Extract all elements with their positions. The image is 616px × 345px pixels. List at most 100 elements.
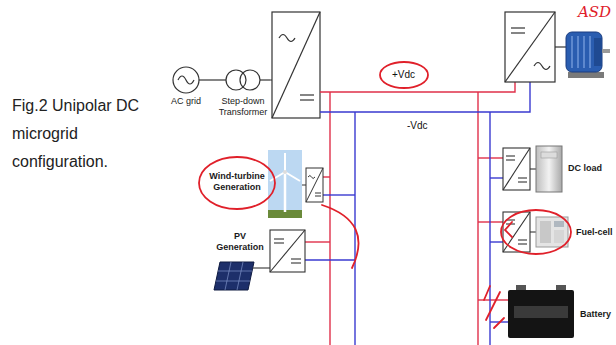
- wind-turbine-icon: [283, 170, 287, 174]
- transformer: Step-down Transformer: [216, 64, 270, 118]
- dc-load-converter: [530, 168, 536, 169]
- transformer-symbol: [240, 70, 260, 90]
- hand-annotation: [322, 205, 359, 268]
- pv-converter: [274, 238, 284, 239]
- wind-converter: [302, 185, 306, 186]
- battery-icon: [508, 285, 574, 338]
- pv-converter: [270, 230, 305, 272]
- fuel-cell-icon: [554, 221, 564, 227]
- fuel-cell-icon: [554, 230, 564, 243]
- positive-bus: [305, 82, 515, 345]
- dc-load-converter: [503, 148, 536, 190]
- dc-load-icon: [536, 146, 562, 192]
- fuel-cell-converter: [503, 212, 530, 252]
- ac-dc-converter: [279, 35, 295, 42]
- motor-icon: [583, 36, 585, 68]
- motor-icon: [577, 36, 579, 68]
- positive-bus: [477, 92, 478, 345]
- transformer-symbol: [216, 64, 270, 96]
- wind-turbine-icon: [284, 153, 286, 172]
- feeder-line: [204, 79, 216, 80]
- ac-dc-converter: [270, 12, 320, 118]
- dc-load-converter: [518, 181, 527, 182]
- dc-load-icon: [536, 146, 562, 192]
- wind-converter: [315, 193, 321, 194]
- component-label: Wind-turbine Generation: [208, 171, 266, 193]
- ac-source-symbol: [199, 79, 204, 80]
- fuel-cell-icon: [536, 217, 568, 247]
- negative-bus: [305, 259, 355, 260]
- ac-source-symbol: [168, 64, 204, 96]
- motor-icon: [571, 36, 573, 68]
- fuel-cell-converter: [503, 212, 530, 252]
- component-label: PV Generation: [214, 231, 266, 253]
- fuel-cell: Fuel-cell: [576, 227, 613, 238]
- transformer-symbol: [260, 79, 270, 80]
- bus-voltage-label: -Vdc: [407, 120, 428, 132]
- wind-converter: [302, 168, 323, 202]
- dc-load-converter: [506, 159, 515, 160]
- wind-turbine-icon: [285, 172, 300, 181]
- fuel-cell-converter: [518, 243, 527, 244]
- pv-panel-icon: [216, 281, 250, 282]
- battery-icon: [508, 290, 574, 338]
- pv-generation: PV Generation: [214, 231, 266, 253]
- hand-annotation: [380, 62, 428, 88]
- negative-bus: [323, 194, 355, 195]
- dc-load-icon: [541, 152, 557, 158]
- dc-ac-converter: [505, 12, 555, 82]
- ac-source-symbol: [173, 67, 199, 93]
- component-label: AC grid: [168, 96, 204, 107]
- wind-converter: [306, 168, 323, 202]
- fuel-cell-converter: [518, 239, 527, 240]
- dc-ac-converter: [534, 63, 550, 70]
- hand-annotation: [199, 157, 275, 209]
- pv-panel-icon: [218, 271, 252, 272]
- pv-converter: [274, 242, 284, 243]
- wind-converter: [308, 176, 315, 179]
- dc-load-converter: [518, 177, 527, 178]
- pv-converter: [291, 262, 301, 263]
- motor-icon: [602, 49, 610, 53]
- dc-load: DC load: [568, 163, 602, 174]
- negative-bus: [490, 241, 503, 242]
- ac-dc-converter: [300, 94, 314, 95]
- pv-converter: [253, 267, 270, 268]
- motor-icon: [594, 38, 602, 66]
- pv-panel-icon: [214, 262, 254, 290]
- positive-bus: [305, 241, 330, 242]
- ac-dc-converter: [272, 12, 320, 118]
- hand-annotation: [484, 286, 504, 328]
- hand-annotation: [505, 222, 512, 237]
- wind-converter: [306, 168, 323, 202]
- dc-load-converter: [506, 155, 515, 156]
- wind-converter: [315, 196, 321, 197]
- wind-generation: Wind-turbine Generation: [208, 171, 266, 193]
- wind-turbine-icon: [284, 172, 287, 212]
- motor-icon: [566, 32, 602, 72]
- negative-bus: [305, 82, 530, 345]
- component-label: Fuel-cell: [576, 227, 613, 238]
- hand-annotation: [501, 210, 571, 254]
- positive-bus: [323, 176, 330, 177]
- positive-bus: [329, 92, 330, 345]
- pv-converter: [291, 258, 301, 259]
- dc-ac-converter: [505, 12, 566, 82]
- dc-ac-converter: [555, 46, 566, 47]
- component-label: DC load: [568, 163, 602, 174]
- battery-icon: [514, 306, 568, 318]
- motor-icon: [566, 32, 610, 78]
- dc-load-converter: [503, 148, 530, 190]
- hand-annotation: [199, 62, 571, 328]
- motor-icon: [589, 36, 591, 68]
- motor-icon: [568, 72, 604, 78]
- wind-turbine-icon: [268, 150, 302, 218]
- positive-bus: [478, 299, 508, 300]
- pv-panel-icon: [225, 262, 231, 290]
- dc-ac-converter: [511, 27, 525, 28]
- wind-turbine-icon: [268, 150, 302, 218]
- hand-note: ASD: [578, 3, 611, 21]
